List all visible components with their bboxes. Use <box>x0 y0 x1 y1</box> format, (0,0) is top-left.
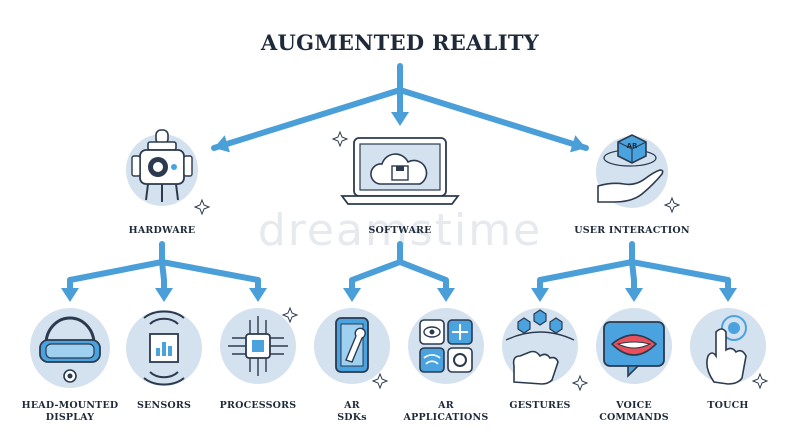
item-label-voice-commands: VOICE COMMANDS <box>599 400 669 423</box>
arrowhead-user-interaction-0 <box>531 288 549 302</box>
hand-cubes-icon <box>502 308 589 392</box>
arrowhead-hardware <box>214 135 231 153</box>
processor-chip-icon <box>220 306 299 384</box>
arrowhead-software <box>391 112 409 126</box>
arrowhead-software-1 <box>437 288 455 302</box>
arrowhead-user-interaction-2 <box>719 288 737 302</box>
arrowhead-hardware-0 <box>61 288 79 302</box>
mouth-icon <box>596 308 672 384</box>
category-label-hardware: HARDWARE <box>128 225 196 236</box>
item-label-touch: TOUCH <box>707 400 749 411</box>
laptop-cloud-icon <box>331 130 460 205</box>
robot-camera-icon <box>126 129 211 216</box>
vr-headset-icon <box>30 308 110 388</box>
category-label-software: SOFTWARE <box>368 225 432 236</box>
item-label-processors: PROCESSORS <box>219 400 297 411</box>
sensor-icon <box>126 310 202 386</box>
svg-text:AR: AR <box>627 142 638 150</box>
phone-wrench-icon <box>314 308 390 390</box>
app-grid-icon <box>408 308 484 384</box>
arrowhead-software-0 <box>343 288 361 302</box>
item-label-ar-applications: AR APPLICATIONS <box>403 400 489 423</box>
item-label-ar-sdks: AR SDKs <box>337 400 367 423</box>
arrowhead-hardware-1 <box>155 288 173 302</box>
item-label-sensors: SENSORS <box>136 400 192 411</box>
arrowhead-hardware-2 <box>249 288 267 302</box>
touch-finger-icon <box>690 308 769 390</box>
arrow-to-user-interaction <box>397 87 589 151</box>
arrowhead-user-interaction <box>569 135 586 153</box>
arrowhead-user-interaction-1 <box>625 288 643 302</box>
diagram-title: AUGMENTED REALITY <box>260 30 540 55</box>
hand-ar-cube-icon: AR <box>596 134 681 214</box>
item-label-head-mounted-display: HEAD-MOUNTED DISPLAY <box>21 400 119 423</box>
category-label-user-interaction: USER INTERACTION <box>574 225 690 236</box>
arrow-to-hardware <box>211 87 403 151</box>
item-label-gestures: GESTURES <box>509 400 571 411</box>
